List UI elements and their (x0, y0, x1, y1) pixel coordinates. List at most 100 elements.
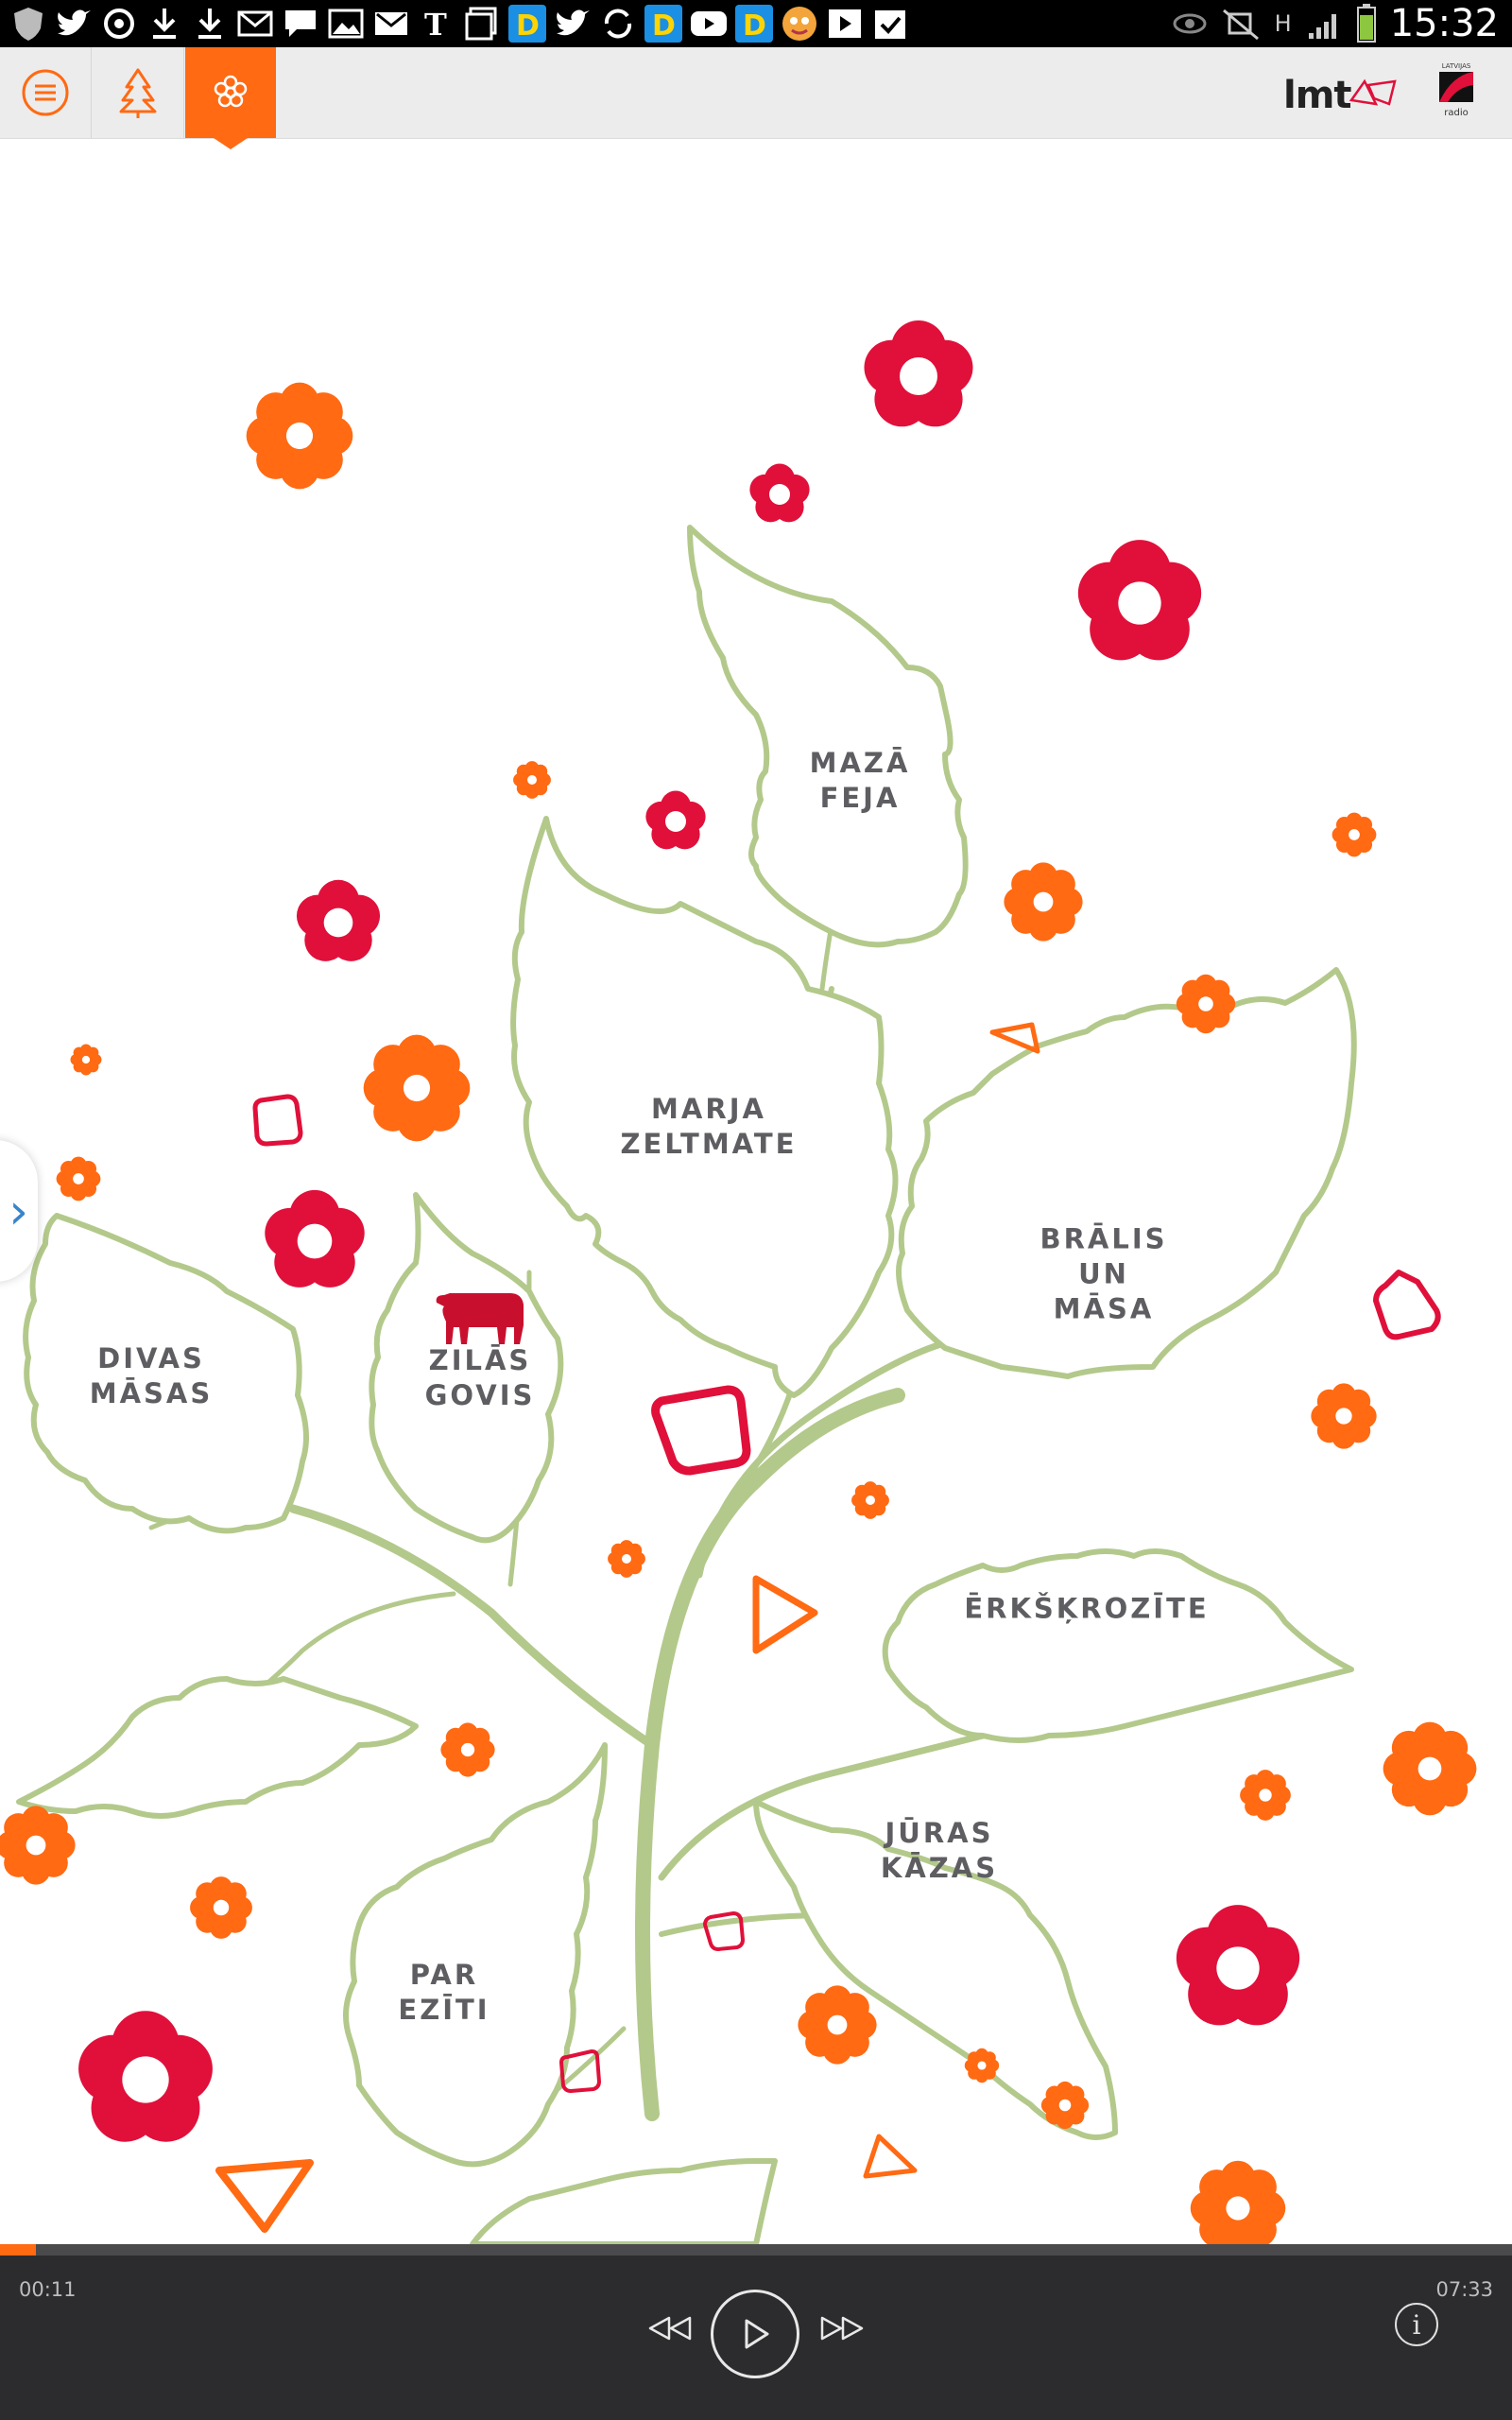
download-icon (191, 5, 229, 43)
clock: 15:32 (1389, 2, 1499, 45)
side-drawer-handle[interactable]: › (0, 1140, 38, 1282)
story-maza-feja[interactable]: MAZĀ FEJA (810, 746, 911, 816)
leaf-par-eziti (343, 1742, 608, 2168)
twitter-icon (554, 5, 592, 43)
leaf-maza-feja (687, 525, 969, 948)
audio-player: 00:11 07:33 i (0, 2256, 1512, 2420)
red-flower (1176, 1905, 1300, 2026)
orange-flower (246, 382, 353, 490)
nyt-icon: T (418, 5, 455, 43)
progress-bar[interactable] (0, 2244, 1512, 2256)
orange-flower (363, 1034, 471, 1142)
orange-triangle (989, 1022, 1040, 1054)
app-toolbar: lmt LATVIJAS radio (0, 47, 1512, 139)
orange-triangle (863, 2134, 918, 2179)
story-zilas-govis[interactable]: ZILĀS GOVIS (425, 1343, 536, 1413)
chat-icon (282, 5, 319, 43)
signal-icon (1308, 14, 1336, 39)
sync-icon (599, 5, 637, 43)
orange-flower (608, 1540, 645, 1578)
radio-logo-small-text: LATVIJAS (1441, 62, 1471, 70)
leaf-erkskrozite (882, 1548, 1354, 1743)
story-title-line: ZILĀS (428, 1344, 532, 1376)
leaf-divas-masas (23, 1213, 309, 1534)
orange-flower (1383, 1721, 1477, 1816)
tree-tab[interactable] (93, 47, 184, 138)
orange-flower (1190, 2160, 1286, 2244)
radio-logo-text: radio (1444, 108, 1469, 118)
lmt-logo: lmt (1283, 74, 1352, 117)
story-juras-kazas[interactable]: JŪRAS KĀZAS (881, 1816, 998, 1886)
dropbox-icon: D (508, 5, 546, 43)
leaf-bralis-un-masa (896, 967, 1357, 1379)
chevron-right-icon: › (9, 1184, 28, 1240)
menu-button[interactable] (0, 47, 92, 138)
play-icon (745, 2319, 769, 2349)
story-divas-masas[interactable]: DIVAS MĀSAS (90, 1341, 214, 1411)
orange-triangle (752, 1575, 818, 1654)
svg-text:D: D (652, 9, 676, 43)
red-rounded-square (252, 1094, 303, 1147)
mute-icon (1222, 9, 1259, 41)
red-flower (296, 879, 381, 961)
orange-flower (0, 1806, 76, 1885)
info-button[interactable]: i (1395, 2303, 1438, 2346)
latvijas-radio-logo: LATVIJAS radio (1435, 62, 1478, 121)
orange-flower (964, 2048, 1000, 2083)
task-icon (871, 5, 909, 43)
progress-bar-fill (0, 2244, 37, 2256)
gallery-icon (327, 5, 365, 43)
rewind-icon (648, 2316, 692, 2341)
calendar-icon (463, 5, 501, 43)
story-par-eziti[interactable]: PAR EZĪTI (398, 1958, 490, 2028)
orange-triangle (215, 2159, 314, 2233)
red-flower (1077, 540, 1202, 661)
orange-flower (851, 1481, 889, 1519)
story-bralis-un-masa[interactable]: BRĀLIS UN MĀSA (1040, 1222, 1167, 1327)
story-title-line: EZĪTI (398, 1994, 490, 2026)
orange-flower (190, 1876, 252, 1939)
orange-flower (1040, 2081, 1090, 2130)
orange-flower (440, 1722, 495, 1777)
elapsed-time: 00:11 (19, 2278, 77, 2301)
rewind-button[interactable] (639, 2303, 701, 2354)
flower-tab[interactable] (185, 47, 276, 138)
leaf-zilas-govis (369, 1192, 564, 1544)
cow-icon (436, 1293, 524, 1344)
orange-flower (1332, 812, 1377, 857)
gmail-icon (372, 5, 410, 43)
tree-illustration (0, 320, 1477, 2244)
mail-icon (236, 5, 274, 43)
story-title-line: ĒRKŠĶROZĪTE (964, 1592, 1210, 1625)
dropbox-icon: D (644, 5, 682, 43)
fast-forward-button[interactable] (811, 2303, 873, 2354)
leaf-marja-zeltmate (510, 816, 899, 1398)
radio-logo-mark-icon (1439, 72, 1473, 102)
red-flower (645, 790, 706, 850)
tree-leaves (16, 525, 1357, 2244)
svg-text:D: D (516, 9, 540, 43)
red-rounded-square (559, 2049, 601, 2093)
game-icon (781, 5, 818, 43)
story-marja-zeltmate[interactable]: MARJA ZELTMATE (621, 1092, 798, 1162)
story-title-line: PAR (409, 1959, 479, 1991)
story-title-line: MĀSAS (89, 1377, 214, 1409)
orange-flower (56, 1156, 101, 1201)
play-button[interactable] (711, 2290, 799, 2378)
story-title-line: KĀZAS (880, 1852, 999, 1884)
story-erkskrozite[interactable]: ĒRKŠĶROZĪTE (964, 1592, 1209, 1627)
story-title-line: BRĀLIS (1040, 1222, 1168, 1255)
story-title-line: GOVIS (424, 1379, 536, 1411)
status-bar: T D D D H 15:32 (0, 0, 1512, 47)
network-type: H (1274, 10, 1292, 37)
story-title-line: MARJA (651, 1093, 766, 1125)
svg-text:D: D (743, 9, 766, 43)
story-title-line: DIVAS (97, 1342, 205, 1374)
orange-flower (1176, 974, 1236, 1034)
notification-icons: T D D D (9, 4, 909, 43)
shape-accents (215, 1022, 1441, 2233)
orange-flower (1240, 1770, 1291, 1821)
leaf-juras-kazas (753, 1799, 1118, 2140)
total-time: 07:33 (1435, 2278, 1493, 2301)
red-rounded-square (703, 1911, 745, 1951)
